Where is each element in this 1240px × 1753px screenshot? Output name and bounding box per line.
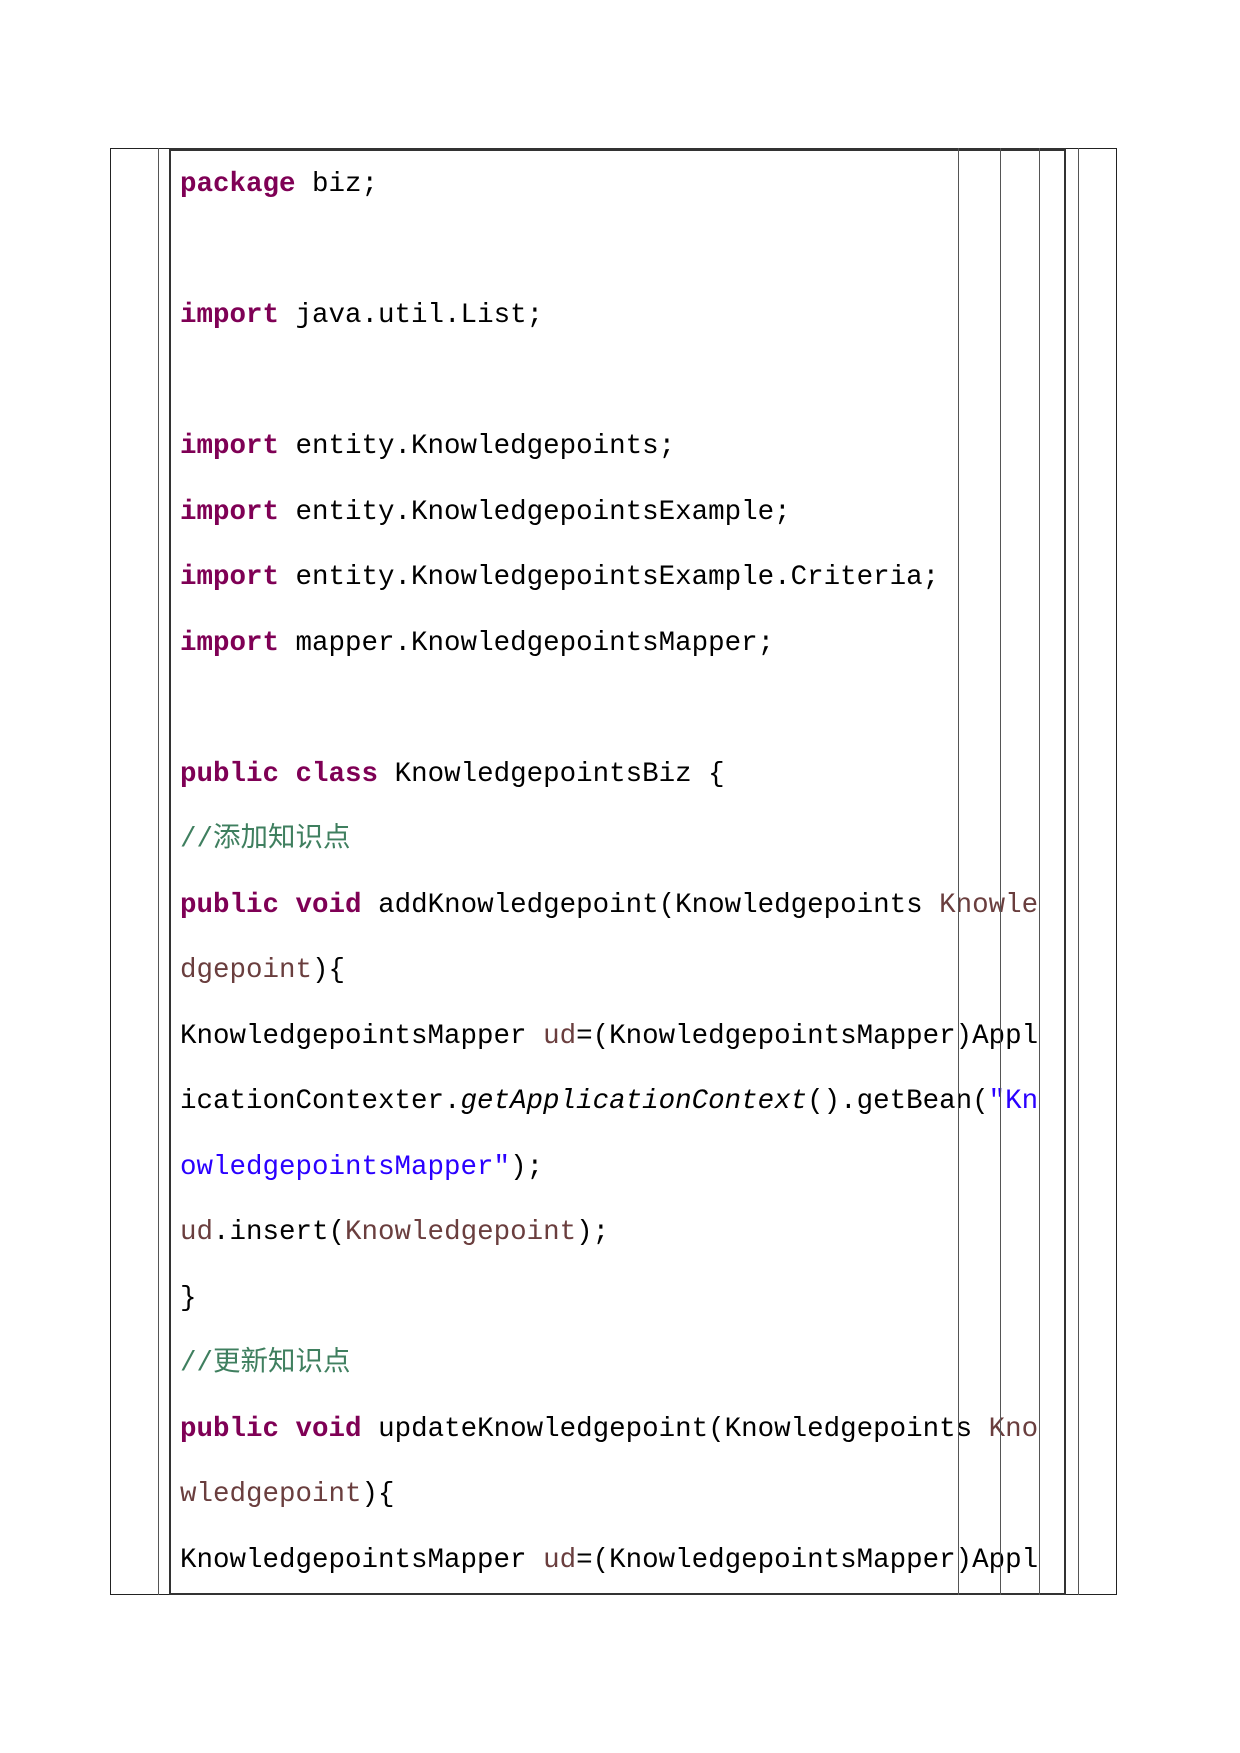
code-text xyxy=(279,759,296,790)
code-line xyxy=(180,349,1038,415)
code-text: ){ xyxy=(312,955,346,986)
code-text: updateKnowledgepoint(Knowledgepoints xyxy=(361,1413,989,1445)
code-line: //更新知识点 xyxy=(180,1331,1038,1397)
code-line: public class KnowledgepointsBiz { xyxy=(180,742,1038,808)
code-text: ().getBean( xyxy=(807,1086,989,1117)
code-keyword: public xyxy=(180,889,280,921)
code-keyword: import xyxy=(180,431,280,462)
code-text: icationContexter. xyxy=(180,1086,461,1117)
code-line: icationContexter.getApplicationContext()… xyxy=(180,1069,1038,1135)
code-string: "Kn xyxy=(988,1086,1039,1117)
code-keyword: class xyxy=(295,758,379,790)
code-text xyxy=(279,1414,296,1445)
code-cell xyxy=(169,148,1066,1595)
code-line: package biz; xyxy=(180,152,1038,218)
code-text: mapper.KnowledgepointsMapper; xyxy=(279,627,775,659)
code-line: public void updateKnowledgepoint(Knowled… xyxy=(180,1397,1038,1463)
code-line: public void addKnowledgepoint(Knowledgep… xyxy=(180,873,1038,939)
code-keyword: import xyxy=(180,496,280,528)
code-text: entity.Knowledgepoints; xyxy=(279,431,676,462)
code-line: } xyxy=(180,1266,1038,1332)
code-comment: //添加知识点 xyxy=(180,824,351,855)
code-line: wledgepoint){ xyxy=(180,1462,1038,1528)
code-string: owledgepointsMapper" xyxy=(180,1151,511,1183)
code-comment: //更新知识点 xyxy=(180,1348,351,1379)
code-keyword: import xyxy=(180,627,280,659)
code-text: KnowledgepointsMapper xyxy=(180,1020,544,1052)
code-variable: wledgepoint xyxy=(180,1479,362,1510)
code-text xyxy=(279,890,296,921)
code-variable: Knowle xyxy=(939,889,1039,921)
code-line xyxy=(180,218,1038,284)
code-variable: ud xyxy=(180,1217,214,1248)
code-keyword: import xyxy=(180,300,280,331)
code-line: import java.util.List; xyxy=(180,283,1038,349)
code-variable: Kno xyxy=(988,1413,1039,1445)
code-variable: ud xyxy=(543,1544,577,1576)
code-keyword: public xyxy=(180,758,280,790)
code-text: ){ xyxy=(361,1479,395,1510)
code-text: entity.KnowledgepointsExample.Criteria; xyxy=(279,562,940,593)
code-text: } xyxy=(180,1282,197,1314)
code-text: .insert( xyxy=(213,1217,346,1248)
code-text: =(KnowledgepointsMapper)Appl xyxy=(576,1544,1039,1576)
code-text: getApplicationContext xyxy=(460,1086,808,1117)
code-keyword: public xyxy=(180,1413,280,1445)
code-text: KnowledgepointsBiz { xyxy=(378,758,725,790)
code-keyword: void xyxy=(295,889,362,921)
code-line: KnowledgepointsMapper ud=(Knowledgepoint… xyxy=(180,1004,1038,1070)
code-line: import entity.KnowledgepointsExample.Cri… xyxy=(180,545,1038,611)
code-line: import mapper.KnowledgepointsMapper; xyxy=(180,611,1038,677)
code-keyword: void xyxy=(295,1413,362,1445)
code-variable: dgepoint xyxy=(180,955,313,986)
code-line: owledgepointsMapper"); xyxy=(180,1135,1038,1201)
code-text: biz; xyxy=(295,169,379,200)
code-text: KnowledgepointsMapper xyxy=(180,1544,544,1576)
code-line xyxy=(180,676,1038,742)
code-variable: Knowledgepoint xyxy=(345,1217,577,1248)
code-text: java.util.List; xyxy=(279,300,544,331)
code-variable: ud xyxy=(543,1020,577,1052)
code-block: package biz;import java.util.List;import… xyxy=(180,152,1038,1593)
code-text: =(KnowledgepointsMapper)Appl xyxy=(576,1020,1039,1052)
code-keyword: package xyxy=(180,169,296,200)
code-line: KnowledgepointsMapper ud=(Knowledgepoint… xyxy=(180,1528,1038,1594)
code-text: ); xyxy=(576,1217,610,1248)
code-line: import entity.Knowledgepoints; xyxy=(180,414,1038,480)
code-line: dgepoint){ xyxy=(180,938,1038,1004)
code-line: //添加知识点 xyxy=(180,807,1038,873)
code-text: addKnowledgepoint(Knowledgepoints xyxy=(361,889,940,921)
code-keyword: import xyxy=(180,562,280,593)
code-text: ); xyxy=(510,1151,544,1183)
code-line: import entity.KnowledgepointsExample; xyxy=(180,480,1038,546)
code-text: entity.KnowledgepointsExample; xyxy=(279,496,791,528)
code-line: ud.insert(Knowledgepoint); xyxy=(180,1200,1038,1266)
